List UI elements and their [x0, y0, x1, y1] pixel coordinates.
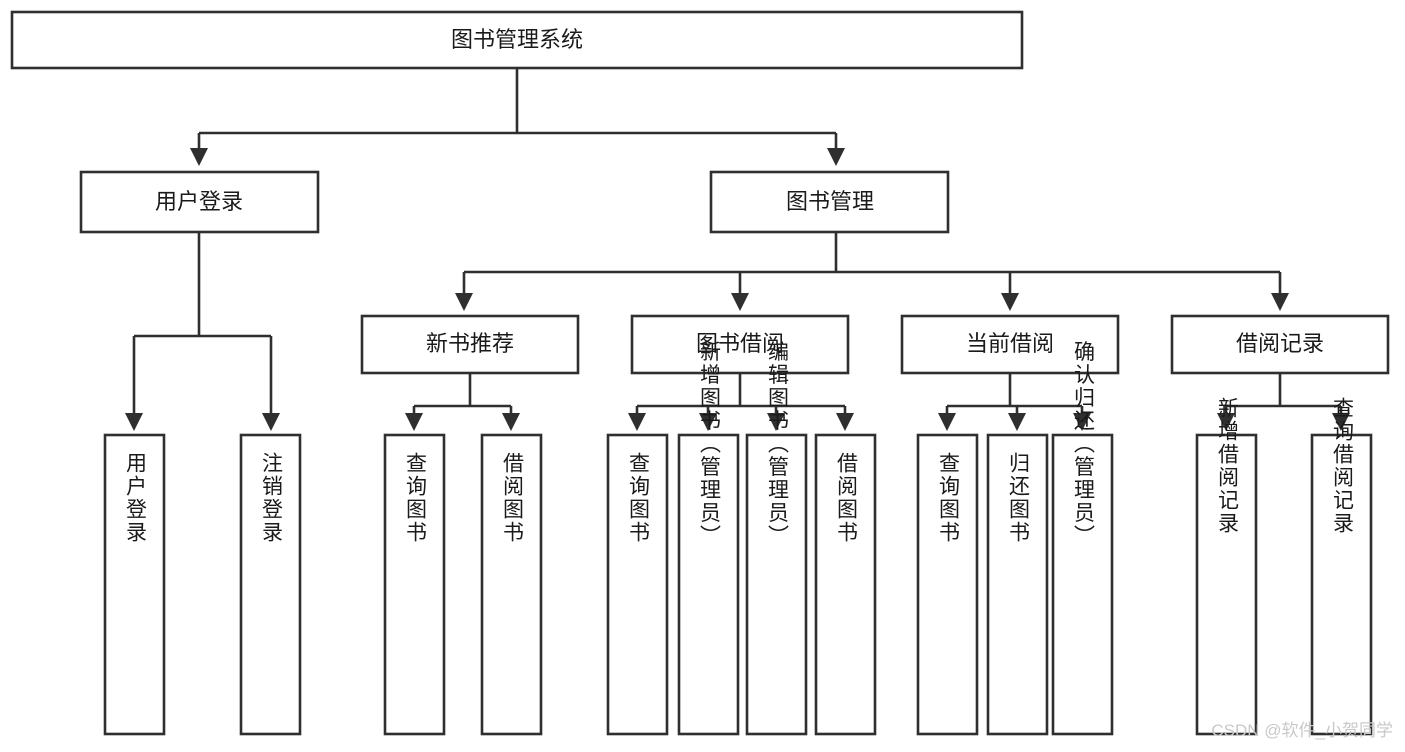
node-leaf-book-borrow-2-label: 新增图书（管理员） [698, 341, 722, 548]
node-user-login-label: 用户登录 [155, 189, 243, 214]
node-leaf-new-book-1[interactable]: 查询图书 [383, 433, 446, 736]
node-leaf-new-book-1-label: 查询图书 [404, 452, 428, 544]
connector-group-new-book [404, 373, 521, 432]
node-leaf-book-borrow-2-box [677, 433, 740, 736]
node-leaf-user-login-2[interactable]: 注销登录 [239, 433, 302, 736]
node-user-login[interactable]: 用户登录 [79, 170, 320, 234]
node-leaf-borrow-record-2-box [1310, 433, 1373, 736]
node-leaf-book-borrow-1[interactable]: 查询图书 [606, 433, 669, 736]
node-book-management-box [709, 170, 950, 234]
node-user-login-box [79, 170, 320, 234]
node-new-book-recommend-box [360, 314, 580, 375]
node-leaf-current-borrow-1-box [916, 433, 979, 736]
node-leaf-current-borrow-3-label: 确认归还（管理员） [1072, 341, 1096, 548]
node-root-box [10, 10, 1024, 70]
node-leaf-current-borrow-2[interactable]: 归还图书 [986, 433, 1049, 736]
node-leaf-book-borrow-4-label: 借阅图书 [835, 452, 859, 544]
node-leaf-user-login-1[interactable]: 用户登录 [103, 433, 166, 736]
node-current-borrow[interactable]: 当前借阅 [900, 314, 1120, 375]
node-current-borrow-box [900, 314, 1120, 375]
node-leaf-current-borrow-1[interactable]: 查询图书 [916, 433, 979, 736]
node-leaf-book-borrow-2[interactable]: 新增图书（管理员） [677, 341, 740, 736]
node-leaf-current-borrow-1-label: 查询图书 [937, 452, 961, 544]
node-leaf-borrow-record-1-box [1195, 433, 1258, 736]
node-root-system[interactable]: 图书管理系统 [10, 10, 1024, 70]
node-leaf-book-borrow-4[interactable]: 借阅图书 [814, 433, 877, 736]
node-borrow-record[interactable]: 借阅记录 [1170, 314, 1390, 375]
node-leaf-new-book-2-box [480, 433, 543, 736]
node-leaf-book-borrow-1-label: 查询图书 [627, 452, 651, 544]
node-leaf-borrow-record-1[interactable]: 新增借阅记录 [1195, 397, 1258, 736]
node-leaf-current-borrow-3-box [1051, 433, 1114, 736]
node-leaf-current-borrow-2-label: 归还图书 [1007, 452, 1031, 544]
node-leaf-user-login-1-box [103, 433, 166, 736]
connector-group-current-borrow [937, 373, 1092, 432]
csdn-watermark: CSDN @软件_小贺同学 [1211, 721, 1393, 740]
connector-group-book-mgmt [454, 232, 1290, 312]
node-leaf-user-login-2-box [239, 433, 302, 736]
node-leaf-new-book-2-label: 借阅图书 [501, 452, 525, 544]
node-leaf-current-borrow-2-box [986, 433, 1049, 736]
connector-group-book-borrow [627, 373, 855, 432]
node-leaf-borrow-record-2-label: 查询借阅记录 [1331, 397, 1355, 535]
node-current-borrow-label: 当前借阅 [966, 331, 1054, 356]
node-borrow-record-label: 借阅记录 [1236, 331, 1324, 356]
node-new-book-recommend-label: 新书推荐 [426, 331, 514, 356]
node-leaf-book-borrow-4-box [814, 433, 877, 736]
node-book-borrow-box [630, 314, 850, 375]
connector-group-user-login [124, 232, 281, 432]
node-leaf-book-borrow-1-box [606, 433, 669, 736]
node-leaf-borrow-record-2[interactable]: 查询借阅记录 [1310, 397, 1373, 736]
node-leaf-book-borrow-3-label: 编辑图书（管理员） [766, 341, 790, 548]
node-book-management[interactable]: 图书管理 [709, 170, 950, 234]
node-borrow-record-box [1170, 314, 1390, 375]
node-leaf-new-book-1-box [383, 433, 446, 736]
connector-group-root [189, 68, 846, 167]
node-book-borrow[interactable]: 图书借阅 [630, 314, 850, 375]
node-leaf-borrow-record-1-label: 新增借阅记录 [1216, 397, 1240, 535]
node-leaf-user-login-1-label: 用户登录 [124, 452, 148, 544]
node-leaf-current-borrow-3[interactable]: 确认归还（管理员） [1051, 341, 1114, 736]
node-leaf-book-borrow-3-box [745, 433, 808, 736]
node-book-management-label: 图书管理 [786, 189, 874, 214]
node-leaf-new-book-2[interactable]: 借阅图书 [480, 433, 543, 736]
node-new-book-recommend[interactable]: 新书推荐 [360, 314, 580, 375]
node-leaf-book-borrow-3[interactable]: 编辑图书（管理员） [745, 341, 808, 736]
node-root-label: 图书管理系统 [451, 27, 583, 52]
connector-group-borrow-record [1216, 373, 1351, 432]
node-book-borrow-label: 图书借阅 [696, 331, 784, 356]
node-leaf-user-login-2-label: 注销登录 [260, 452, 284, 544]
